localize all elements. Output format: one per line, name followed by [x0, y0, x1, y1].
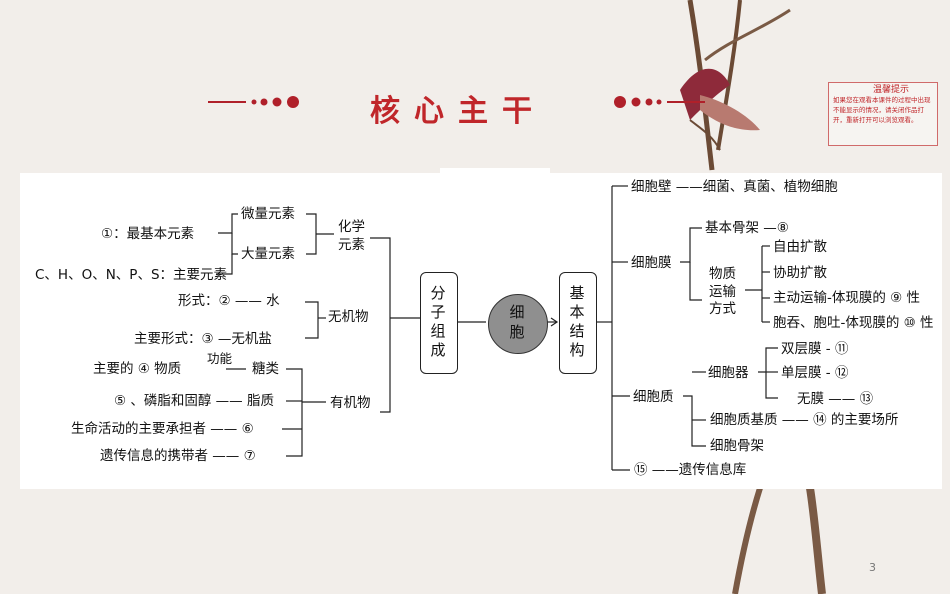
- fenzi-char-3: 组: [430, 322, 446, 340]
- jiben-char-2: 本: [569, 303, 585, 321]
- jiben-char-3: 结: [569, 322, 585, 340]
- label-gongneng: 功能: [207, 351, 233, 366]
- label-zuijiben: ①：最基本元素: [101, 226, 195, 242]
- label-shuangceng: 双层膜 - ⑪: [781, 341, 849, 357]
- label-yichuan: 遗传信息的携带者 —— ⑦: [100, 448, 256, 464]
- fenzi-char-1: 分: [430, 284, 446, 302]
- box-jibenjiegou: [559, 272, 597, 374]
- label-tanglei: 糖类: [252, 361, 279, 377]
- label-xibaobi: 细胞壁 ——细菌、真菌、植物细胞: [631, 179, 838, 195]
- fenzi-char-2: 子: [430, 303, 446, 321]
- label-youjiwu: 有机物: [330, 395, 371, 411]
- diagram-panel: [20, 173, 942, 489]
- label-wumo: 无膜 —— ⑬: [797, 391, 874, 407]
- cell-circle: [488, 294, 548, 354]
- label-daliang: 大量元素: [241, 246, 295, 262]
- label-wuzhi-3: 方式: [709, 301, 736, 317]
- label-xiezhu: 协助扩散: [773, 265, 827, 281]
- jiben-char-1: 基: [569, 284, 585, 302]
- label-zhuyaode: 主要的 ④ 物质: [93, 361, 182, 377]
- label-xibaoqi: 细胞器: [708, 365, 749, 381]
- label-wujiwu: 无机物: [328, 309, 369, 325]
- label-jizhi: 细胞质基质 —— ⑭ 的主要场所: [710, 412, 899, 428]
- label-xibaozhi: 细胞质: [633, 389, 674, 405]
- fenzi-char-4: 成: [430, 341, 446, 359]
- label-zhudong: 主动运输-体现膜的 ⑨ 性: [773, 290, 921, 306]
- tip-box: 温馨提示 如果您在观看本课件的过程中出现不能显示的情况，请关闭作品打开，重新打开…: [828, 82, 938, 146]
- page-number: 3: [869, 561, 876, 574]
- xibao-char-1: 细: [509, 303, 525, 321]
- label-ziyou: 自由扩散: [773, 239, 827, 255]
- label-wuzhi-1: 物质: [709, 266, 736, 282]
- box-fenzizucheng: [420, 272, 458, 374]
- label-huaxue-2: 元素: [338, 237, 365, 253]
- label-baotun: 胞吞、胞吐-体现膜的 ⑩ 性: [773, 315, 934, 331]
- label-xingshi: 形式：② —— 水: [178, 293, 280, 309]
- panel-tab: [440, 168, 550, 176]
- label-xibaogujia: 细胞骨架: [710, 438, 764, 454]
- jiben-char-4: 构: [569, 341, 585, 359]
- label-wuzhi-2: 运输: [709, 284, 736, 300]
- tip-title: 温馨提示: [873, 85, 910, 95]
- xibao-char-2: 胞: [509, 323, 525, 341]
- label-linzhi: ⑤ 、磷脂和固醇 —— 脂质: [114, 393, 274, 409]
- tip-body: 如果您在观看本课件的过程中出现不能显示的情况，请关闭作品打开，重新打开可以浏览观…: [833, 96, 931, 124]
- label-danceng: 单层膜 - ⑫: [781, 365, 849, 381]
- label-yichuanxinxi: ⑮ ——遗传信息库: [634, 462, 747, 478]
- label-weiliang: 微量元素: [241, 206, 295, 222]
- label-gujia: 基本骨架 —⑧: [705, 220, 789, 236]
- title-decoration: [208, 96, 705, 108]
- label-zhuyaoxingshi: 主要形式：③ —无机盐: [134, 331, 272, 347]
- label-xibaomo: 细胞膜: [631, 255, 672, 271]
- label-shengming: 生命活动的主要承担者 —— ⑥: [71, 421, 254, 437]
- label-huaxue-1: 化学: [338, 219, 365, 235]
- slide-title: 核心主干: [370, 94, 546, 129]
- label-zhuyao: C、H、O、N、P、S：主要元素: [35, 267, 228, 283]
